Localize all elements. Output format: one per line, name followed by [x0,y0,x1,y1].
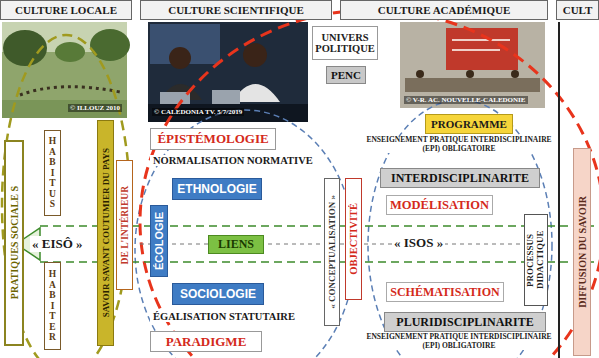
node-text: HABITER [48,269,58,342]
node-text: CULTURE SCIENTIFIQUE [168,4,304,16]
vertical-band: OBJECTIVITÉ [345,178,362,300]
concept-box: ÉPISTÉMOLOGIE [150,128,276,150]
node-text: LIENS [218,237,254,252]
concept-box: PARADIGME [150,331,262,352]
discipline-box: ÉCOLOGIE [150,205,168,277]
stacked-box: HABITUS [44,130,61,216]
desks [405,78,540,92]
band-label: « ISOS » [392,235,445,251]
concept-label: ÉGALISATION STATUTAIRE [150,311,298,322]
pupil [511,70,519,78]
node-text: PLURIDISCIPLINARITE [396,315,533,330]
node-text: MODÉLISATION [390,198,489,213]
divider-line [558,22,560,358]
header-band: CULTURE ACADÉMIQUE [340,0,548,20]
node-text: ETHNOLOGIE [177,182,256,196]
screen-line [452,49,500,51]
node-text: OBJECTIVITÉ [348,203,359,275]
vertical-band: « CONCEPTUALISATION » [324,178,340,326]
node-text: PROGRAMME [431,118,507,130]
pupil [416,70,424,78]
header-band: CULTURE LOCALE [0,0,132,20]
band-label: « EISÔ » [30,236,85,252]
copyright-note: © ILLOUZ 2010 [68,104,122,112]
node-text: UNIVERS POLITIQUE [315,32,375,54]
node-text: PARADIGME [166,334,247,350]
laptop [212,90,240,104]
concept-box: UNIVERS POLITIQUE [312,26,378,60]
vertical-band: DIFFUSION DU SAVOIR [573,148,591,356]
vertical-band: SAVOIR SAVANT COUTUMIER DU PAYS [97,120,114,346]
concept-box: PROGRAMME [425,114,513,134]
red-ellipse [140,10,599,358]
node-text: CULT [563,4,593,16]
note-label: ENSEIGNEMENT PRATIQUE INTERDISCIPLINAIRE… [366,136,552,153]
local-culture-ellipse [2,35,130,358]
tree [90,29,130,61]
classroom-photo [400,22,545,108]
concept-box: PENC [326,66,366,84]
node-text: DIFFUSION DU SAVOIR [577,196,588,308]
link-box: LIENS [208,235,264,254]
node-text: CULTURE LOCALE [15,4,117,16]
header-band: CULT [556,0,599,20]
vertical-band: PRATIQUES SOCIALE S [4,140,24,346]
node-text: SAVOIR SAVANT COUTUMIER DU PAYS [101,148,111,317]
node-text: ÉCOLOGIE [153,212,165,270]
discipline-box: ETHNOLOGIE [172,178,262,200]
node-text: PENC [331,69,361,81]
stacked-box: HABITER [44,262,61,350]
node-text: « CONCEPTUALISATION » [327,195,337,309]
node-text: INTERDISCIPLINARITE [391,171,529,186]
concept-box: INTERDISCIPLINARITE [380,168,540,188]
science-ellipse [135,110,355,358]
grass [2,100,127,118]
pupil [466,70,474,78]
node-text: SOCIOLOGIE [180,287,256,301]
concept-box: SCHÉMATISATION [386,282,504,302]
person-head [169,47,191,69]
node-text: ÉPISTÉMOLOGIE [157,131,268,147]
concept-box: PLURIDISCIPLINARITE [384,312,546,332]
screen-line [452,39,510,41]
person-head [243,43,267,67]
concept-label: NORMALISATION NORMATIVE [150,155,316,166]
node-text: PRATIQUES SOCIALE S [9,186,20,299]
note-label: ENSEIGNEMENT PRATIQUE INTERDISCIPLINAIRE… [366,333,552,350]
tree [55,42,85,62]
node-text: PROCESSUS DIDACTIQUE [526,218,546,302]
node-text: CULTURE ACADÉMIQUE [378,4,511,16]
copyright-note: © CALEDONIA TV. 5/7/2019 [152,108,244,116]
node-text: SCHÉMATISATION [390,285,500,300]
vertical-band: DE L'INTÉRIEUR [116,160,133,290]
studio-photo [148,22,308,122]
discipline-box: SOCIOLOGIE [172,283,264,305]
concept-box: MODÉLISATION [386,195,493,215]
vertical-band: PROCESSUS DIDACTIQUE [524,214,548,306]
people-line [20,87,120,95]
node-text: HABITUS [48,136,58,209]
laptop [160,92,190,104]
node-text: DE L'INTÉRIEUR [120,186,130,264]
copyright-note: © V-R. AC. NOUVELLE-CALEDONIE [404,96,528,104]
header-band: CULTURE SCIENTIFIQUE [140,0,332,20]
